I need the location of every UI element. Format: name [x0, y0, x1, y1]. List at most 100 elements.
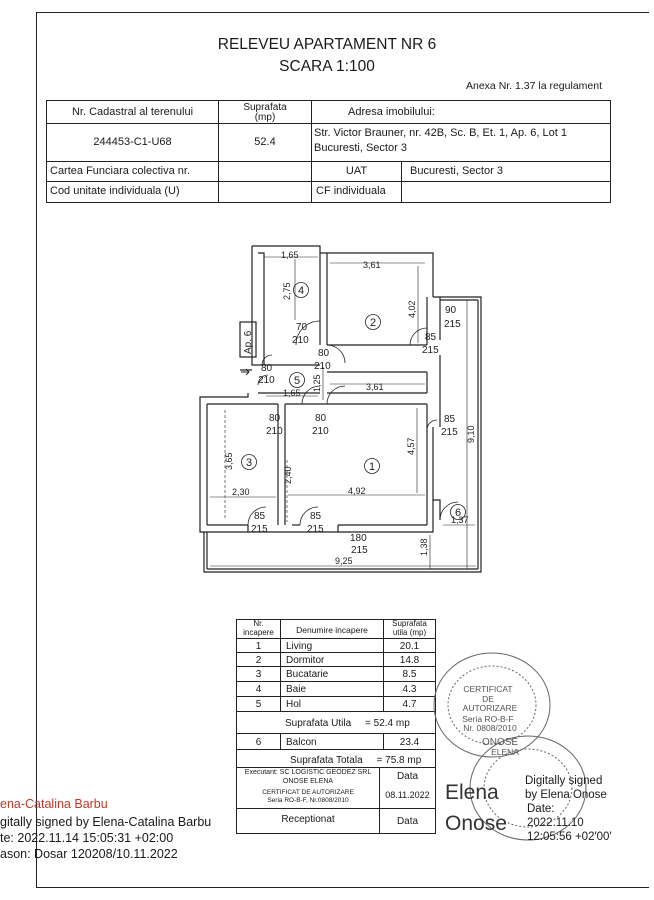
balcony-name: Balcon [286, 737, 317, 748]
door-label-w: 80 [315, 413, 327, 424]
room-marker [364, 458, 380, 474]
dim-1-65-top: 1,65 [281, 250, 299, 260]
uat-label: UAT [345, 165, 368, 177]
dim-3-61-mid: 3,61 [366, 382, 384, 392]
stamp-line-6: ONOSE [482, 737, 518, 748]
dim-2-40: 2,40 [283, 466, 293, 484]
date-value: 08.11.2022 [385, 790, 430, 800]
room-marker [241, 454, 257, 470]
door-label-w: 80 [318, 348, 330, 359]
info-table-grid [46, 100, 611, 203]
header-area-unit: (mp) [254, 112, 276, 123]
room-row-area: 8.5 [402, 669, 417, 680]
stamp-line-7: ELENA [491, 747, 519, 757]
room-row-nr: 3 [255, 669, 262, 680]
signature-right-line-3: Date: [527, 803, 555, 815]
dim-1-38: 1,38 [419, 538, 429, 556]
cf-individual-label: CF individuala [316, 185, 386, 197]
room-row-nr: 5 [255, 699, 262, 710]
door-label-h: 215 [351, 545, 368, 556]
room-number-5: 5 [294, 375, 300, 387]
door-label-h: 215 [251, 524, 268, 535]
total-useful-area: Suprafata Utila = 52.4 mp [285, 718, 410, 729]
room-number-4: 4 [298, 285, 304, 297]
stamp-line-4: Seria RO-B-F [462, 714, 513, 724]
rooms-header-nr: Nr. [253, 619, 264, 628]
dim-9-10: 9,10 [466, 425, 476, 443]
door-label-w: 80 [269, 413, 281, 424]
room-row-name: Bucatarie [286, 669, 329, 680]
date-label: Data [396, 771, 419, 782]
address-line-2: Bucuresti, Sector 3 [314, 142, 407, 154]
uat-value: Bucuresti, Sector 3 [410, 165, 503, 177]
header-area: Suprafata [243, 102, 287, 113]
dim-2-75: 2,75 [282, 282, 292, 300]
room-row-name: Hol [286, 699, 302, 710]
header-cadastral: Nr. Cadastral al terenului [71, 106, 194, 118]
room-row-nr: 1 [255, 641, 262, 652]
room-row-area: 4.7 [402, 699, 417, 710]
room-row-area: 4.3 [402, 684, 417, 695]
stamp-line-5: Nr. 0808/2010 [463, 723, 517, 733]
signer-name-right-first: Elena [445, 781, 499, 804]
room-row-nr: 2 [255, 655, 262, 666]
door-label-h: 215 [307, 524, 324, 535]
door-label-w: 85 [425, 332, 437, 343]
room-marker [450, 504, 466, 520]
dim-1-25: 1,25 [312, 374, 322, 392]
balcony-area: 23.4 [399, 737, 420, 748]
signature-line-1: gitally signed by Elena-Catalina Barbu [0, 815, 212, 829]
door-label-h: 215 [422, 345, 439, 356]
room-number-3: 3 [246, 457, 252, 469]
door-label-h: 210 [258, 375, 275, 386]
room-marker [289, 372, 305, 388]
signature-right-line-2: by Elena Onose [525, 789, 607, 801]
apartment-label: Ap. 6 [243, 330, 254, 354]
cf-label: Cartea Funciara colectiva nr. [50, 165, 191, 177]
door-label-w: 85 [310, 511, 322, 522]
stamp-line-1: CERTIFICAT [463, 684, 512, 694]
door-label-h: 215 [444, 319, 461, 330]
executant-company: Executant: SC LOGISTIC GEODEZ SRL [244, 769, 372, 776]
total-area: Suprafata Totala = 75.8 mp [290, 755, 422, 766]
door-label-w: 180 [350, 533, 367, 544]
door-label-h: 215 [441, 427, 458, 438]
door-label-h: 210 [314, 361, 331, 372]
address-line-1: Str. Victor Brauner, nr. 42B, Sc. B, Et.… [314, 127, 567, 139]
page-frame [36, 12, 649, 888]
dim-1-37: 1,37 [451, 515, 469, 525]
room-row-name: Baie [286, 684, 307, 695]
executant-series: Seria RO-B-F, Nr.0808/2010 [267, 797, 349, 804]
dim-4-57: 4,57 [406, 437, 416, 455]
door-label-w: 85 [444, 414, 456, 425]
door-label-h: 210 [266, 426, 283, 437]
signature-line-2: te: 2022.11.14 15:05:31 +02:00 [0, 831, 174, 845]
dim-9-25: 9,25 [335, 556, 353, 566]
received-label: Receptionat [281, 814, 335, 825]
dim-4-02: 4,02 [407, 300, 417, 318]
rooms-header-area: Suprafata [392, 619, 427, 628]
door-label-w: 70 [296, 322, 308, 333]
room-number-6: 6 [455, 507, 461, 519]
room-row-area: 14.8 [399, 655, 420, 666]
area-value: 52.4 [254, 136, 276, 148]
cod-label: Cod unitate individuala (U) [50, 185, 180, 197]
room-marker [293, 282, 309, 298]
balcony-nr: 6 [255, 737, 262, 748]
door-swings [247, 320, 459, 526]
rooms-header-name: Denumire incapere [296, 625, 368, 635]
door-label-w: 90 [445, 305, 457, 316]
room-row-area: 20.1 [399, 641, 420, 652]
signer-name-left: ena-Catalina Barbu [0, 797, 108, 811]
executant-name: ONOSE ELENA [282, 778, 334, 785]
room-row-name: Dormitor [286, 655, 325, 666]
room-number-2: 2 [370, 317, 376, 329]
cadastral-number: 244453-C1-U68 [93, 136, 172, 148]
document-scale: SCARA 1:100 [279, 58, 375, 75]
signature-right-line-5: 12:05:56 +02'00' [527, 831, 612, 843]
signature-right-line-4: 2022.11.10 [527, 817, 584, 829]
rooms-header-area-2: utila (mp) [392, 628, 427, 637]
room-marker [365, 314, 381, 330]
